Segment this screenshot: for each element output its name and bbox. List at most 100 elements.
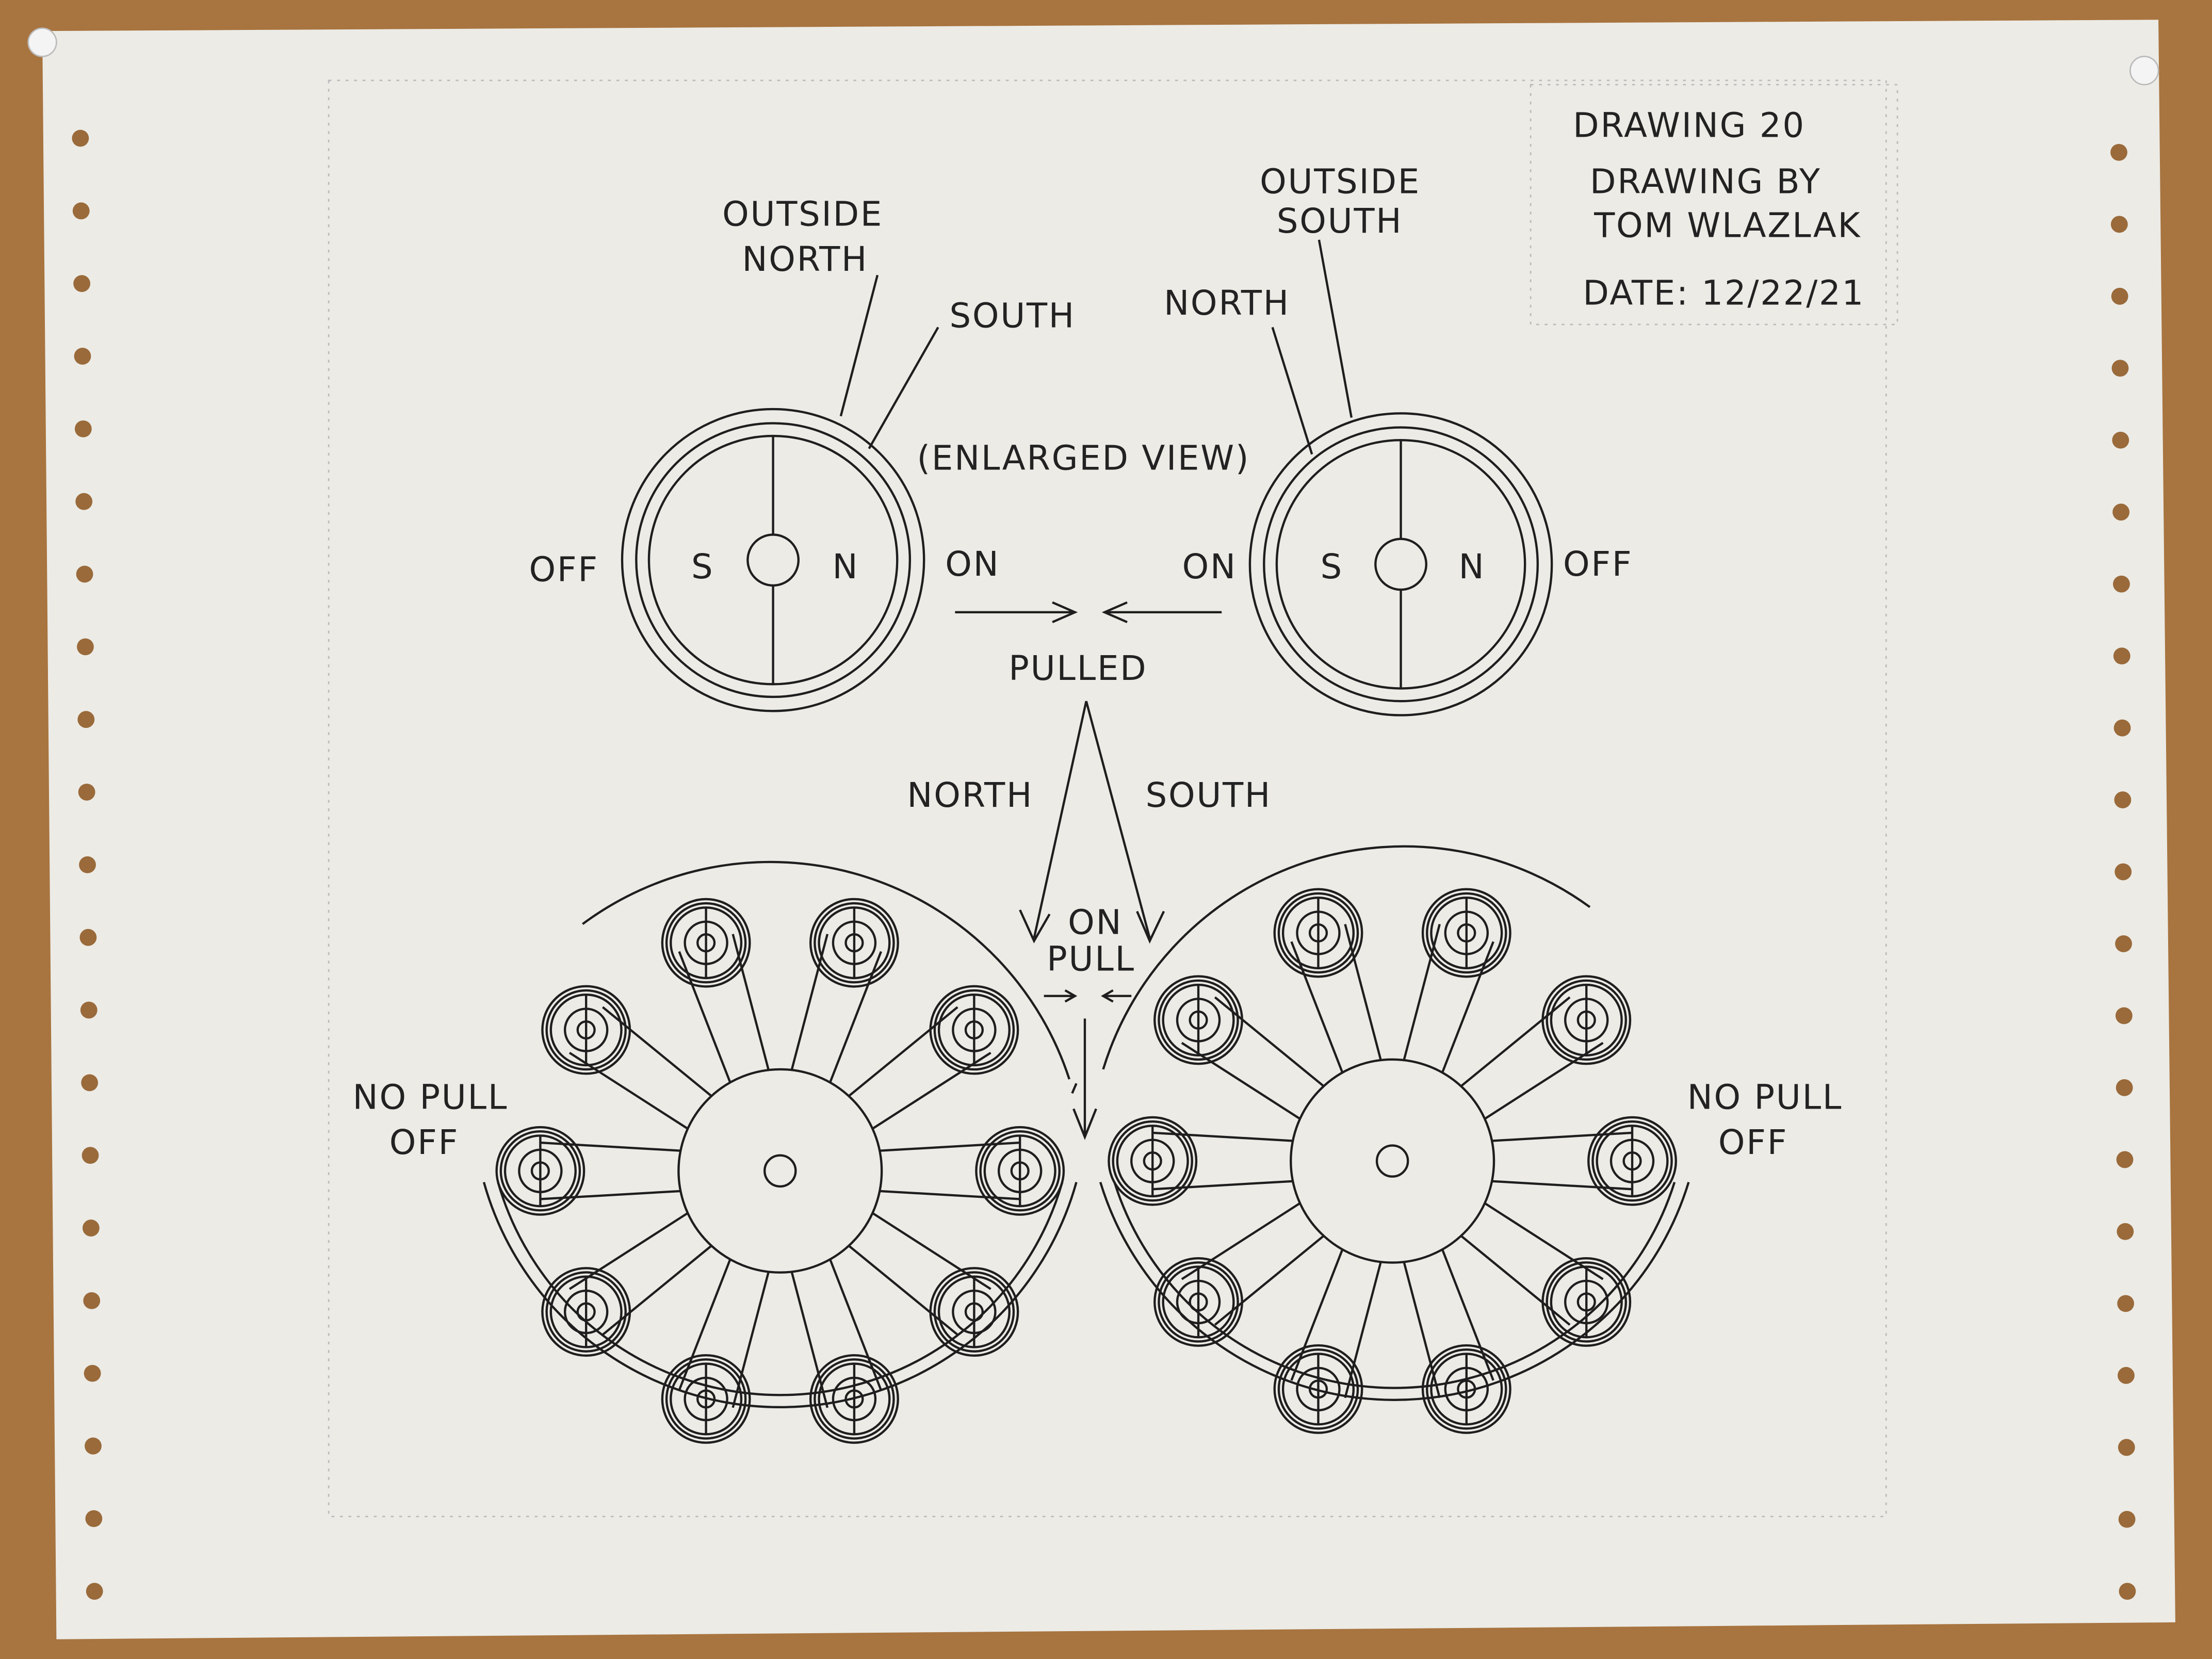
wheel-magnet xyxy=(1541,1257,1632,1347)
magnet-ring xyxy=(499,1130,581,1212)
wheel-lower-guard xyxy=(482,1182,1078,1408)
wheel-hub xyxy=(1290,1058,1495,1264)
right-pole-s: S xyxy=(1321,547,1343,587)
magnet-ring xyxy=(929,985,1019,1075)
right-outer-label-2: SOUTH xyxy=(1277,202,1403,241)
feed-hole xyxy=(72,202,90,220)
feed-hole xyxy=(2113,647,2130,665)
feed-hole xyxy=(2110,216,2128,233)
feed-hole xyxy=(77,711,95,728)
wheel-magnet xyxy=(929,1267,1019,1357)
feed-hole xyxy=(79,856,96,873)
magnet-ring xyxy=(1112,1120,1194,1202)
left-outer-label-2: NORTH xyxy=(742,240,868,279)
magnet-ring xyxy=(1421,1344,1511,1434)
feed-hole xyxy=(2118,1510,2136,1528)
magnet-ring xyxy=(665,902,747,984)
wheel-magnet xyxy=(1421,888,1511,978)
magnet-ring xyxy=(929,1267,1019,1357)
feed-hole xyxy=(77,638,94,656)
feed-hole xyxy=(80,1001,97,1019)
magnet-ring xyxy=(661,898,751,988)
magnet-ring xyxy=(1591,1120,1673,1202)
wheel-magnet xyxy=(1421,1344,1511,1434)
wheel-axle xyxy=(763,1154,797,1188)
wheel-magnet xyxy=(929,985,1019,1075)
feed-hole xyxy=(73,275,91,292)
pulled-label: PULLED xyxy=(1009,649,1147,688)
feed-hole xyxy=(86,1583,103,1600)
left-outer-label-1: OUTSIDE xyxy=(722,195,883,234)
left-pole-n: N xyxy=(832,547,859,587)
feed-hole xyxy=(2117,1295,2135,1312)
feed-hole xyxy=(2112,503,2130,521)
magnet-ring xyxy=(1273,1344,1363,1434)
right-inner-label: NORTH xyxy=(1164,284,1290,323)
wheel-magnet xyxy=(1273,888,1363,978)
right-outer-label-1: OUTSIDE xyxy=(1260,162,1421,202)
magnet-ring xyxy=(809,898,899,988)
feed-hole xyxy=(85,1510,103,1527)
feed-hole xyxy=(2118,1439,2135,1456)
wheel-magnet xyxy=(1108,1116,1198,1206)
left-side-on: ON xyxy=(945,545,1000,584)
right-enlarged-magnet xyxy=(1248,412,1553,717)
wheel-upper-arc xyxy=(582,860,1070,1080)
left-pole-s: S xyxy=(691,547,714,587)
magnet-ring xyxy=(1421,888,1511,978)
magnet-ring xyxy=(1158,1261,1239,1343)
feed-hole xyxy=(2118,1367,2135,1384)
wheel-magnet xyxy=(809,898,899,988)
wheel-lower-guard-inner xyxy=(497,1182,1064,1396)
right-side-off: OFF xyxy=(1563,545,1633,584)
wheel-upper-arc xyxy=(1102,845,1591,1070)
magnet-ring xyxy=(1541,975,1632,1065)
left-inner-label: SOUTH xyxy=(949,296,1075,335)
feed-hole xyxy=(2116,1151,2134,1168)
magnet-ring xyxy=(1587,1116,1678,1206)
magnet-ring xyxy=(661,1354,751,1444)
drawing-border xyxy=(328,79,1887,1518)
feed-hole xyxy=(75,493,93,510)
feed-hole xyxy=(79,929,97,946)
paper-sheet xyxy=(42,20,2175,1639)
feed-hole xyxy=(82,1219,100,1237)
wheel-magnet xyxy=(661,898,751,988)
wheel-magnet xyxy=(1273,1344,1363,1434)
feed-hole xyxy=(85,1437,102,1455)
wheel-magnet xyxy=(541,1267,631,1357)
right-side-on: ON xyxy=(1182,547,1237,587)
magnet-ring xyxy=(809,1354,899,1444)
right-wheel xyxy=(1099,845,1690,1434)
date: DATE: 12/22/21 xyxy=(1583,274,1865,313)
right-off: OFF xyxy=(1718,1123,1788,1162)
tractor-feed-holes xyxy=(72,129,2136,1600)
feed-hole xyxy=(2110,143,2127,161)
magnet-ring xyxy=(814,1358,895,1440)
magnet-ring xyxy=(1426,892,1507,974)
left-no-pull: NO PULL xyxy=(353,1078,508,1117)
pushpin-right xyxy=(2129,56,2159,86)
magnet-ring xyxy=(1273,888,1363,978)
magnet-ring xyxy=(665,1358,747,1440)
wheel-lower-guard xyxy=(1099,1182,1690,1401)
feed-hole xyxy=(74,420,92,437)
feed-hole xyxy=(72,129,89,147)
feed-hole xyxy=(2115,935,2132,952)
wheel-magnet xyxy=(1153,1257,1243,1347)
drawing-number: DRAWING 20 xyxy=(1573,106,1806,145)
magnet-ring xyxy=(1153,1257,1243,1347)
pulled-arrows xyxy=(955,601,1222,624)
feed-hole xyxy=(78,784,95,801)
author: TOM WLAZLAK xyxy=(1593,206,1861,245)
wheel-magnet xyxy=(975,1126,1065,1216)
magnet-ring xyxy=(545,989,627,1071)
wheel-magnet xyxy=(1587,1116,1678,1206)
feed-hole xyxy=(2115,1007,2133,1024)
magnet-ring xyxy=(541,1267,631,1357)
feed-hole xyxy=(82,1147,99,1164)
enlarged-caption: (ENLARGED VIEW) xyxy=(917,439,1250,478)
pull-arrows xyxy=(1019,701,1165,1141)
feed-hole xyxy=(2113,719,2131,737)
